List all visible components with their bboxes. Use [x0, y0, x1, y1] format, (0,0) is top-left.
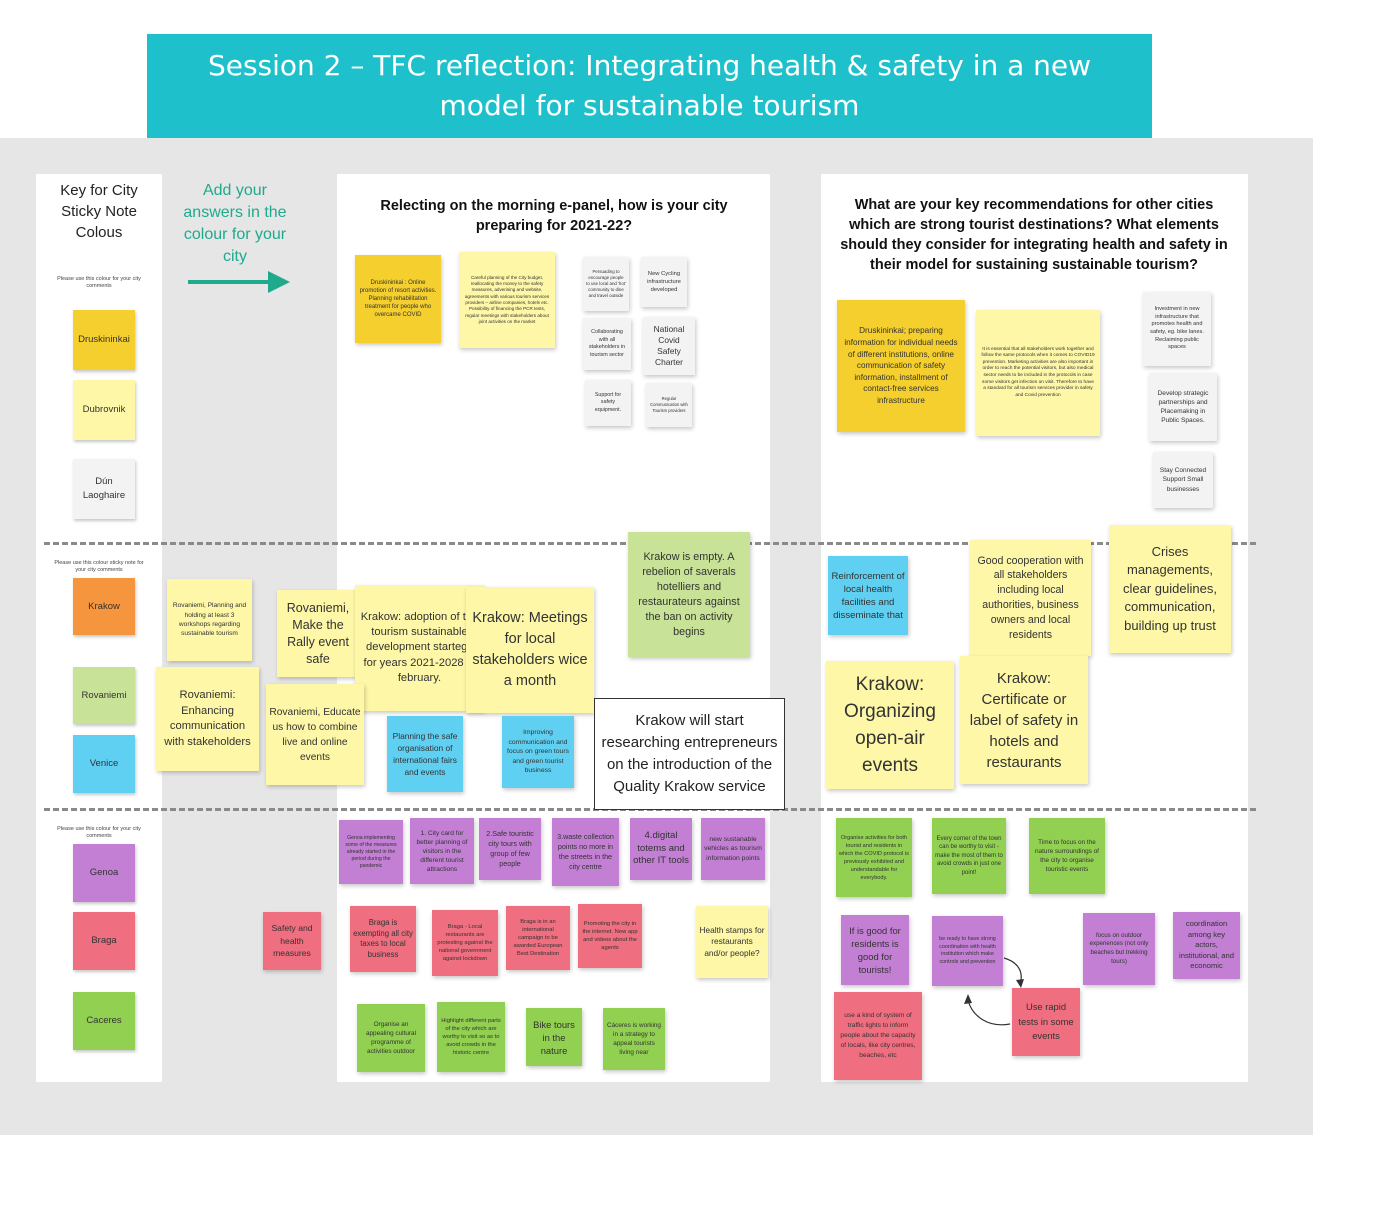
sticky-note[interactable]: Organise an appealing cultural programme… — [357, 1004, 425, 1072]
sticky-note[interactable]: Cáceres is working in a strategy to appe… — [603, 1008, 665, 1070]
sticky-note[interactable]: Develop strategic partnerships and Place… — [1149, 373, 1217, 441]
sticky-note[interactable]: Careful planning of the City budget, rea… — [459, 252, 555, 348]
sticky-note[interactable]: 2.Safe touristic city tours with group o… — [479, 818, 541, 880]
sticky-note[interactable]: Investment in new infrastructure that pr… — [1143, 292, 1211, 366]
text-box[interactable]: Krakow will start researching entreprene… — [594, 698, 785, 810]
key-swatch-genoa: Genoa — [73, 844, 135, 902]
key-swatch-dun-laoghaire: Dún Laoghaire — [73, 459, 135, 519]
sticky-note[interactable]: 1. City card for better planning of visi… — [410, 818, 474, 884]
key-swatch-rovaniemi: Rovaniemi — [73, 667, 135, 724]
sticky-note[interactable]: Collaborating with all stakeholders in t… — [583, 318, 631, 370]
sticky-note[interactable]: Rovaniemi, Educate us how to combine liv… — [266, 684, 364, 785]
sticky-note[interactable]: National Covid Safety Charter — [643, 317, 695, 375]
sticky-note[interactable]: Crises managements, clear guidelines, co… — [1109, 525, 1231, 653]
sticky-note[interactable]: 3.waste collection points no more in the… — [552, 818, 619, 886]
sticky-note[interactable]: Druskininkai; preparing information for … — [837, 300, 965, 432]
key-swatch-dubrovnik: Dubrovnik — [73, 380, 135, 440]
sticky-note[interactable]: new sustanable vehicles as tourism infor… — [701, 818, 765, 880]
sticky-note[interactable]: Highlight different parts of the city wh… — [437, 1002, 505, 1072]
sticky-note[interactable]: Organise activities for both tourist and… — [836, 818, 912, 897]
sticky-note[interactable]: Persuading to encourage people to use lo… — [583, 257, 629, 311]
sticky-note[interactable]: Krakow is empty. A rebelion of saverals … — [628, 532, 750, 657]
add-answers-hint: Add your answers in the colour for your … — [183, 182, 287, 265]
sticky-note[interactable]: Krakow: adoption of the tourism sustaina… — [355, 585, 484, 711]
question-2-heading: What are your key recommendations for ot… — [840, 197, 1228, 273]
sticky-note[interactable]: be ready to have strong coordination wit… — [932, 916, 1003, 986]
sticky-note[interactable]: Krakow: Organizing open-air events — [826, 661, 954, 789]
sticky-note[interactable]: 4.digital totems and other IT tools — [630, 818, 692, 880]
sticky-note[interactable]: focus on outdoor experiences (not only b… — [1083, 913, 1155, 985]
sticky-note[interactable]: Improving communication and focus on gre… — [502, 716, 574, 788]
board-title: Session 2 – TFC reflection: Integrating … — [147, 34, 1152, 138]
key-instruction-2: Please use this colour sticky note for y… — [54, 560, 144, 573]
sticky-note[interactable]: Krakow: Meetings for local stakeholders … — [466, 587, 594, 713]
sticky-note[interactable]: New Cycling infrastructure developed — [641, 257, 687, 307]
sticky-note[interactable]: Time to focus on the nature surroundings… — [1029, 818, 1105, 894]
sticky-note[interactable]: Braga is in an international campaign to… — [506, 906, 570, 970]
sticky-note[interactable]: Planning the safe organisation of intern… — [387, 716, 463, 792]
sticky-note[interactable]: Promoting the city in the internet. New … — [578, 904, 642, 968]
key-swatch-venice: Venice — [73, 735, 135, 793]
sticky-note[interactable]: Krakow: Certificate or label of safety i… — [960, 656, 1088, 784]
sticky-note[interactable]: Every corner of the town can be worthy t… — [932, 818, 1006, 894]
key-instruction-1: Please use this colour for your city com… — [57, 276, 141, 289]
sticky-note[interactable]: Good cooperation with all stakeholders i… — [970, 540, 1091, 656]
key-swatch-krakow: Krakow — [73, 578, 135, 635]
key-swatch-caceres: Caceres — [73, 992, 135, 1050]
right-arrow-icon — [188, 271, 290, 293]
sticky-note[interactable]: Use rapid tests in some events — [1012, 988, 1080, 1056]
sticky-note[interactable]: Druskininkai : Online promotion of resor… — [355, 255, 441, 343]
key-title: Key for City Sticky Note Colous — [60, 182, 138, 241]
sticky-note[interactable]: use a kind of system of traffic lights t… — [834, 992, 922, 1080]
question-1-heading: Relecting on the morning e-panel, how is… — [380, 198, 728, 234]
sticky-note[interactable]: Rovaniemi: Enhancing communication with … — [156, 667, 259, 771]
sticky-note[interactable]: Support for safety equipment. — [585, 380, 631, 426]
sticky-note[interactable]: coordination among key actors, instituti… — [1173, 912, 1240, 979]
sticky-note[interactable]: Rovaniemi, Make the Rally event safe — [277, 590, 359, 677]
sticky-note[interactable]: Rovaniemi, Planning and holding at least… — [167, 579, 252, 661]
sticky-note[interactable]: Stay Connected Support Small businesses — [1153, 452, 1213, 508]
sticky-note[interactable]: Regular Communication with Tourism provi… — [646, 383, 692, 427]
sticky-note[interactable]: It is essential that all stakeholders wo… — [976, 310, 1100, 436]
sticky-note[interactable]: Braga is exempting all city taxes to loc… — [350, 906, 416, 972]
sticky-note[interactable]: Safety and health measures — [263, 912, 321, 970]
sticky-note[interactable]: If is good for residents is good for tou… — [841, 915, 909, 985]
key-swatch-druskininkai: Druskininkai — [73, 310, 135, 370]
sticky-note[interactable]: Bike tours in the nature — [526, 1008, 582, 1066]
sticky-note[interactable]: Braga - Local restaurants are protesting… — [432, 910, 498, 976]
key-swatch-braga: Braga — [73, 912, 135, 970]
key-instruction-3: Please use this colour for your city com… — [57, 826, 141, 839]
sticky-note[interactable]: Genoa implementing some of the measures … — [339, 820, 403, 884]
sticky-note[interactable]: Health stamps for restaurants and/or peo… — [696, 906, 768, 978]
sticky-note[interactable]: Reinforcement of local health facilities… — [828, 556, 908, 635]
